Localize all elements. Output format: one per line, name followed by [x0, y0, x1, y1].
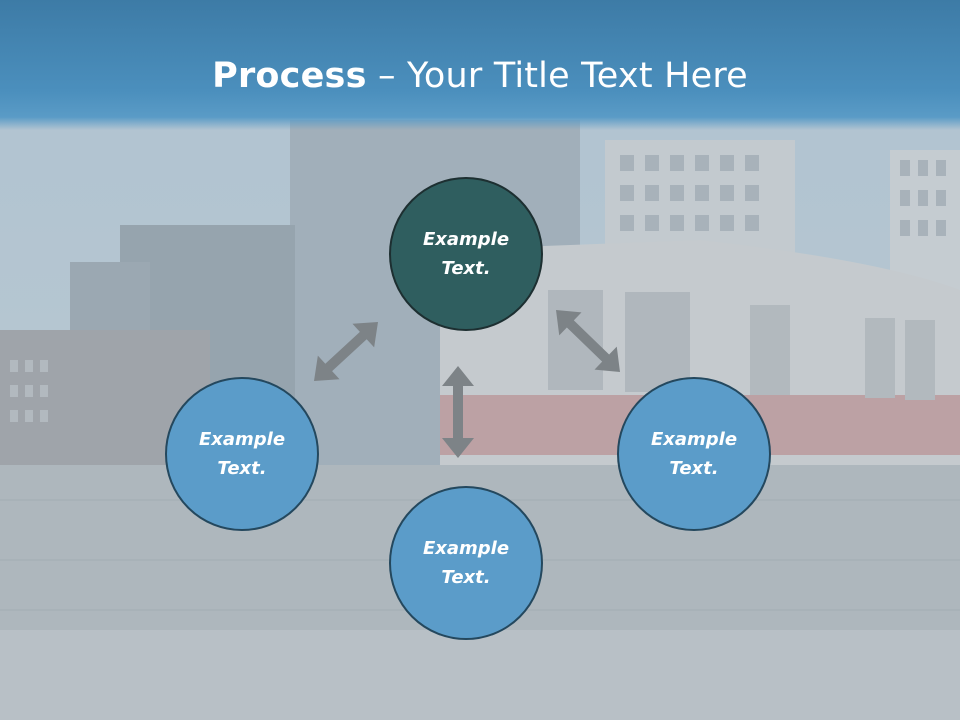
node-bottom-line1: Example — [422, 538, 510, 559]
node-right-line1: Example — [650, 429, 738, 450]
slide-title: Process – Your Title Text Here — [0, 52, 960, 100]
node-left-line2: Text. — [217, 458, 267, 479]
node-top-line1: Example — [422, 229, 510, 250]
node-right-line2: Text. — [669, 458, 719, 479]
node-left-line1: Example — [198, 429, 286, 450]
title-bar — [0, 0, 960, 130]
double-arrow-top-left — [314, 322, 378, 381]
title-rest: – Your Title Text Here — [366, 56, 748, 96]
double-arrow-top-bottom — [442, 366, 474, 458]
node-top-line2: Text. — [441, 258, 491, 279]
double-arrow-top-right — [556, 310, 620, 372]
node-bottom-line2: Text. — [441, 567, 491, 588]
title-bold: Process — [212, 56, 367, 96]
